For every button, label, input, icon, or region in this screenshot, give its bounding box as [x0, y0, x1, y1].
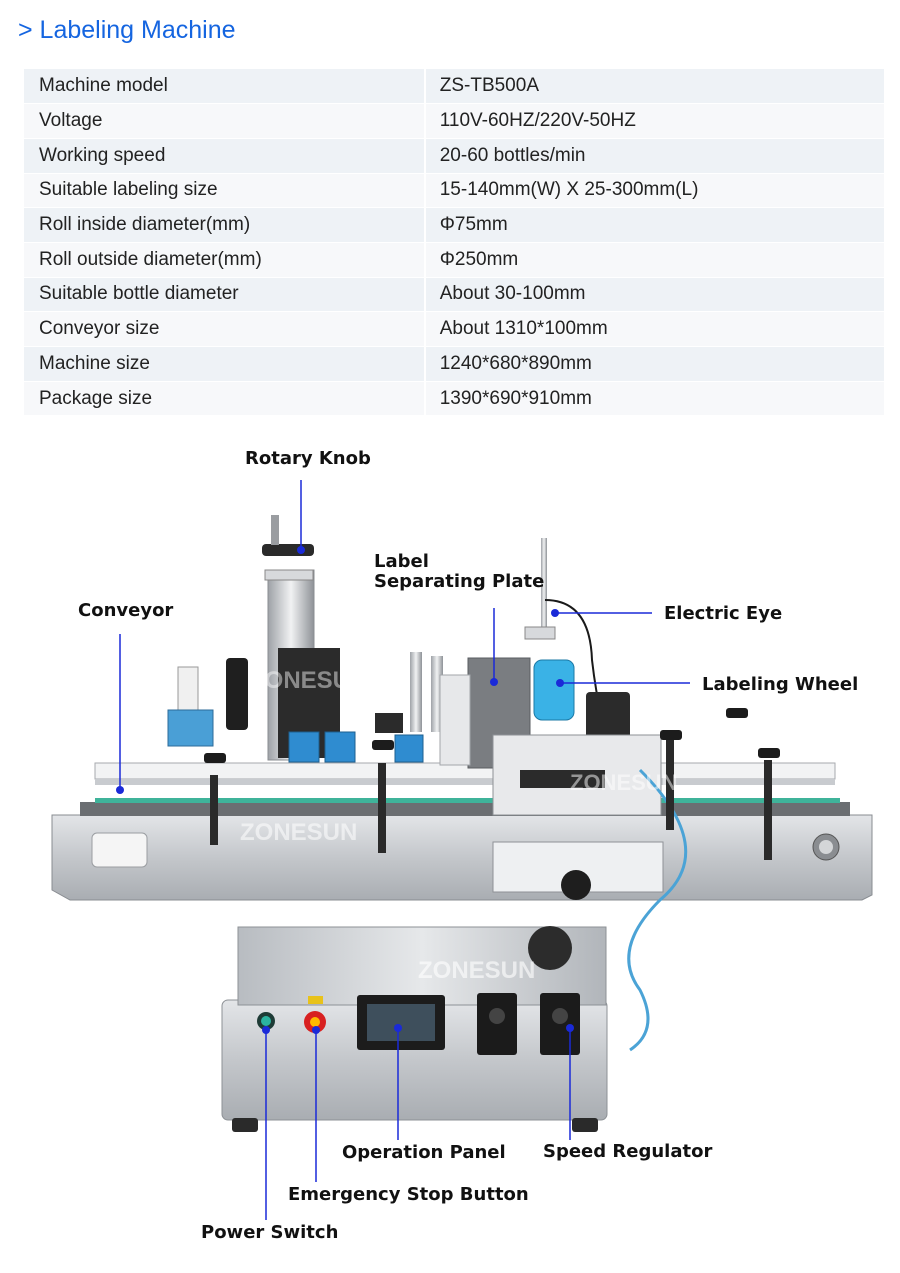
- spec-value: 1390*690*910mm: [423, 381, 884, 417]
- spec-label: Roll inside diameter(mm): [24, 207, 425, 243]
- spec-value: 1240*680*890mm: [423, 346, 884, 382]
- callout-power-switch: Power Switch: [201, 1222, 339, 1243]
- spec-label: Suitable labeling size: [24, 173, 425, 209]
- callout-labeling-wheel: Labeling Wheel: [702, 674, 859, 695]
- spec-value: ZS-TB500A: [423, 69, 884, 105]
- spec-value: 15-140mm(W) X 25-300mm(L): [423, 173, 884, 209]
- spec-label: Machine model: [24, 69, 425, 105]
- labeling-head: [492, 734, 688, 1052]
- watermark-text-3: ZONESUN: [570, 770, 678, 795]
- callout-speed-regulator: Speed Regulator: [543, 1141, 713, 1162]
- watermark-text-2: ZONESUN: [240, 819, 357, 846]
- table-row: Roll inside diameter(mm)Φ75mm: [24, 207, 884, 243]
- watermark-text-4: ZONESUN: [418, 957, 535, 984]
- spec-label: Working speed: [24, 138, 425, 174]
- rotary-knob-column: [262, 515, 340, 761]
- spec-value: 20-60 bottles/min: [423, 138, 884, 174]
- spec-value: Φ250mm: [423, 242, 884, 278]
- spec-label: Roll outside diameter(mm): [24, 242, 425, 278]
- spec-label: Voltage: [24, 103, 425, 139]
- power-switch-icon: [257, 1012, 275, 1030]
- labeling-machine-illustration: ZONESUN ZONESUN ZONESUN ZONESUN: [51, 480, 873, 1220]
- spec-value: Φ75mm: [423, 207, 884, 243]
- callout-conveyor: Conveyor: [78, 600, 174, 621]
- callout-emergency-stop: Emergency Stop Button: [288, 1184, 529, 1205]
- label-separating-plate: [439, 657, 531, 769]
- emergency-stop-icon: [304, 996, 326, 1033]
- callout-operation-panel: Operation Panel: [342, 1142, 506, 1163]
- guide-knobs: [204, 708, 780, 860]
- callout-label-plate-line1: Label: [374, 551, 429, 572]
- machine-figure: ZONESUN ZONESUN ZONESUN ZONESUN Rotary K…: [0, 430, 900, 1273]
- guide-rail: [94, 762, 836, 785]
- pointer-lines: [116, 480, 690, 1220]
- spec-value: 110V-60HZ/220V-50HZ: [423, 103, 884, 139]
- operation-panel-screen: [357, 995, 445, 1050]
- spec-label: Suitable bottle diameter: [24, 277, 425, 313]
- spec-label: Conveyor size: [24, 311, 425, 347]
- callout-label-plate-line2: Separating Plate: [374, 571, 545, 592]
- spec-value: About 1310*100mm: [423, 311, 884, 347]
- spec-label: Machine size: [24, 346, 425, 382]
- watermark-text-1: ZONESUN: [250, 667, 367, 694]
- callout-rotary-knob: Rotary Knob: [245, 448, 371, 469]
- page-heading: > Labeling Machine: [18, 16, 236, 44]
- table-row: Roll outside diameter(mm)Φ250mm: [24, 242, 884, 278]
- label-roll: [167, 658, 248, 747]
- spec-label: Package size: [24, 381, 425, 417]
- conveyor-body: [51, 798, 873, 901]
- spec-value: About 30-100mm: [423, 277, 884, 313]
- callout-electric-eye: Electric Eye: [664, 603, 783, 624]
